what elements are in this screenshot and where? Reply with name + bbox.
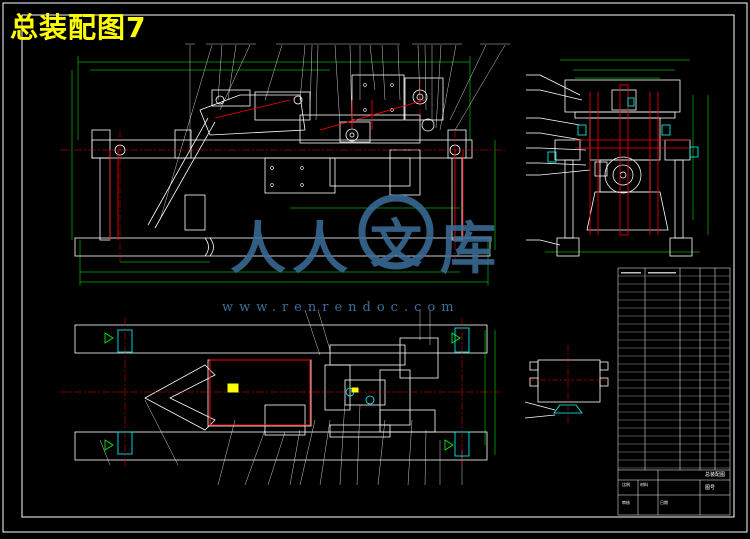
watermark-ring [358,194,434,270]
page-title: 总装配图7 [10,11,147,44]
watermark-char-3: 文 [370,214,422,275]
title-block-scale: 比例 [622,482,630,487]
front-view [71,43,510,286]
inner-border [21,14,735,518]
parts-list [617,267,731,516]
watermark: 人 人 文 库 [230,194,496,282]
parts-list-rows [618,275,730,469]
watermark-char-4: 库 [440,216,496,282]
side-view-cyan [547,97,699,163]
plan-red [60,318,500,468]
side-view [526,59,709,257]
title-block-number: 图号 [705,485,716,491]
title-block-date: 日期 [660,500,668,505]
watermark-char-2: 人 [292,216,348,282]
title-block: 总装配图 比例 材料 图号 审核 日期 [620,472,730,516]
plan-view [74,309,496,486]
watermark-url: www.renrendoc.com [222,300,460,315]
outer-border [2,2,748,533]
title-block-name: 总装配图 [705,472,726,478]
detail-view [524,345,612,425]
title-block-review: 审核 [622,500,630,505]
parts-list-fill [621,272,676,274]
watermark-char-1: 人 [230,216,286,282]
title-block-material: 材料 [640,482,648,487]
side-view-red [575,84,690,236]
front-centerlines [60,80,505,262]
plan-yellow [227,383,359,393]
